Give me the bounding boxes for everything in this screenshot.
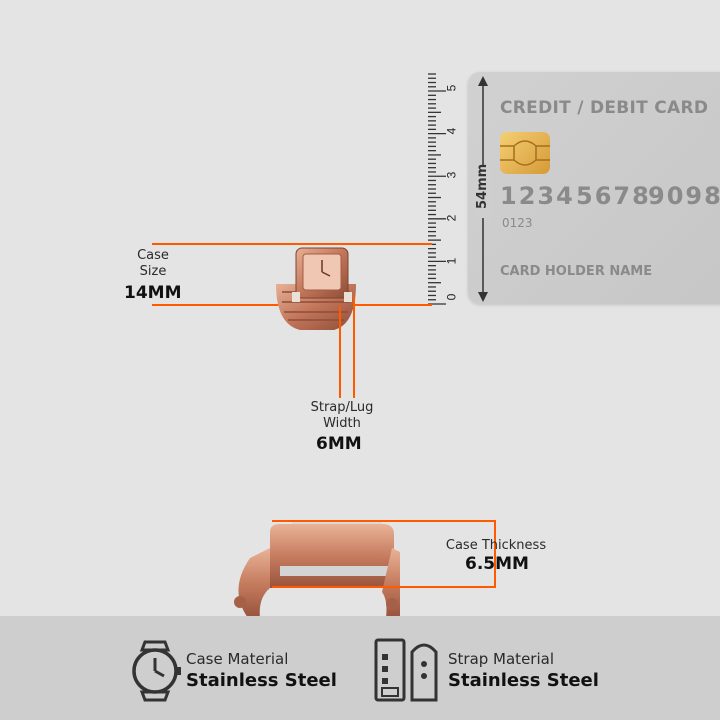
case-material-value: Stainless Steel [186, 670, 337, 691]
ring-watch-top-image [276, 247, 356, 330]
thickness-line-top [272, 520, 496, 522]
ruler-tick-0: 0 [444, 293, 459, 301]
credit-card: CREDIT / DEBIT CARD 1234 5678 9098 0123 … [468, 72, 720, 304]
case-thickness-value: 6.5MM [465, 554, 529, 574]
watch-icon [132, 640, 181, 702]
card-small-number: 0123 [502, 216, 533, 230]
strap-material-label: Strap Material [448, 650, 554, 668]
thickness-line-bottom [272, 586, 496, 588]
case-material-label: Case Material [186, 650, 289, 668]
strap-width-label-1: Strap/Lug [310, 400, 374, 415]
case-size-value: 14MM [124, 283, 182, 303]
thickness-line-side [494, 520, 496, 588]
ruler-tick-3: 3 [444, 171, 459, 179]
ruler-tick-4: 4 [444, 127, 459, 135]
case-size-label-2: Size [139, 264, 167, 279]
ruler [428, 73, 446, 305]
strap-material-value: Stainless Steel [448, 670, 599, 691]
case-size-line-top [152, 243, 432, 245]
card-title: CREDIT / DEBIT CARD [500, 98, 709, 118]
strap-icon [374, 638, 438, 702]
strap-width-label-2: Width [323, 416, 361, 431]
card-holder-name: CARD HOLDER NAME [500, 264, 653, 279]
ring-watch-side-image [234, 520, 400, 618]
strap-width-line-right [353, 296, 355, 398]
case-size-label-1: Case [137, 248, 169, 263]
card-height-label: 54mm [475, 163, 490, 209]
chip-icon [500, 132, 550, 174]
ruler-tick-2: 2 [444, 214, 459, 222]
case-thickness-label: Case Thickness [445, 538, 547, 553]
card-number-1: 1234 [500, 182, 575, 210]
card-number-2: 5678 [576, 182, 651, 210]
materials-band: Case Material Stainless Steel Strap Mate… [0, 616, 720, 720]
ruler-tick-1: 1 [444, 257, 459, 265]
ruler-tick-5: 5 [444, 84, 459, 92]
card-number-3: 9098 [648, 182, 720, 210]
card-height-arrow [476, 76, 490, 302]
strap-width-line-left [339, 306, 341, 398]
strap-width-value: 6MM [316, 434, 362, 454]
